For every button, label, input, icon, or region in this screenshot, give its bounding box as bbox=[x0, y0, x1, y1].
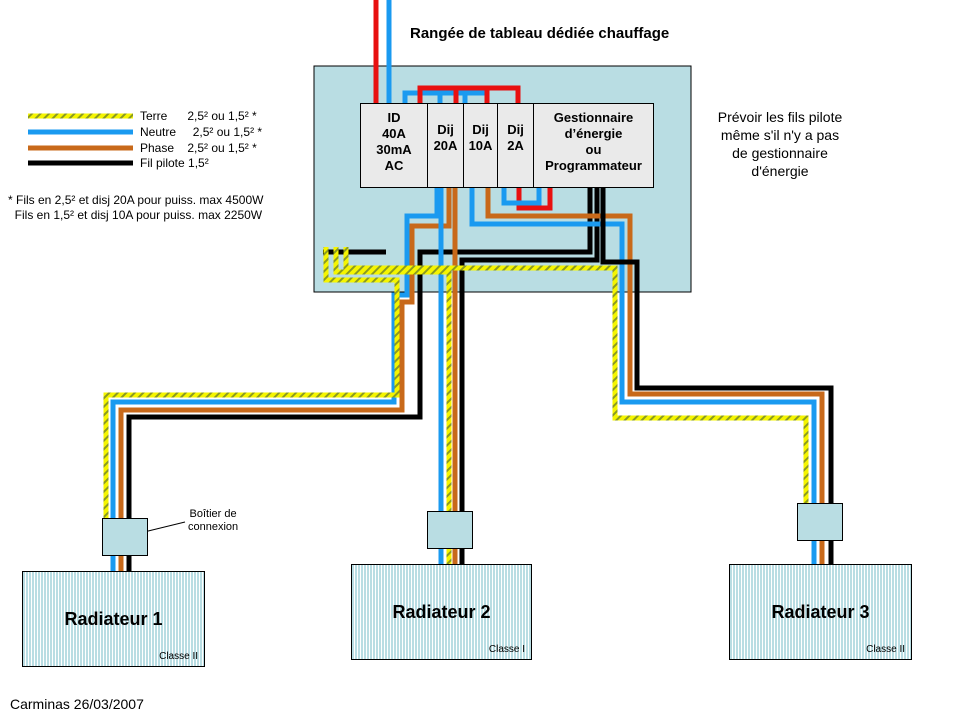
radiator-1-class: Classe II bbox=[159, 651, 198, 662]
module-dij-10a: Dij 10A bbox=[463, 103, 498, 188]
radiator-1-name: Radiateur 1 bbox=[64, 609, 163, 629]
module-gestionnaire: Gestionnaire d’énergie ou Programmateur bbox=[533, 103, 654, 188]
junction-box-3 bbox=[797, 503, 843, 541]
legend-neutre: Neutre 2,5² ou 1,5² * bbox=[140, 125, 263, 139]
gestionnaire-neutral-feed bbox=[501, 188, 542, 206]
legend-pilote: Fil pilote 1,5² bbox=[140, 156, 209, 170]
module-dij-2a: Dij 2A bbox=[497, 103, 534, 188]
radiator-2-class: Classe I bbox=[488, 644, 525, 655]
module-dij-20a: Dij 20A bbox=[427, 103, 464, 188]
incoming-supply bbox=[373, 0, 392, 104]
legend-swatches bbox=[28, 113, 133, 166]
phase-bridge bbox=[417, 85, 521, 104]
radiator-3: Radiateur 3 Classe II bbox=[729, 564, 912, 660]
radiator-3-class: Classe II bbox=[866, 644, 905, 655]
diagram-title: Rangée de tableau dédiée chauffage bbox=[410, 25, 670, 42]
legend-note-2: Fils en 1,5² et disj 10A pour puiss. max… bbox=[8, 208, 263, 222]
junction-box-2 bbox=[427, 511, 473, 549]
author-credit: Carminas 26/03/2007 bbox=[10, 696, 144, 712]
radiator-1: Radiateur 1 Classe II bbox=[22, 571, 205, 667]
legend-terre: Terre 2,5² ou 1,5² * bbox=[140, 109, 257, 123]
bridge-wires bbox=[402, 85, 521, 104]
radiator-3-name: Radiateur 3 bbox=[771, 602, 870, 622]
gestionnaire-phase-feed bbox=[516, 188, 553, 211]
junction-box-1 bbox=[102, 518, 148, 556]
junction-box-label: Boîtier de connexion bbox=[188, 508, 239, 533]
radiator-2-name: Radiateur 2 bbox=[392, 602, 491, 622]
module-id-40a: ID 40A 30mA AC bbox=[360, 103, 428, 188]
radiator-2: Radiateur 2 Classe I bbox=[351, 564, 532, 660]
legend-phase: Phase 2,5² ou 1,5² * bbox=[140, 141, 257, 155]
panel-wiring bbox=[103, 188, 834, 572]
legend-note-1: * Fils en 2,5² et disj 20A pour puiss. m… bbox=[8, 193, 264, 207]
pilot-wire-note: Prévoir les fils pilote même s'il n'y a … bbox=[717, 109, 843, 179]
